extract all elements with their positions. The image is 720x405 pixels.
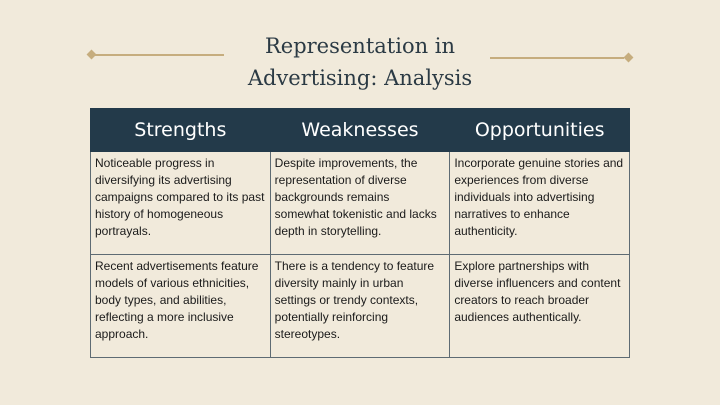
table-row: Recent advertisements feature models of …: [90, 254, 630, 358]
right-divider-rule: [490, 57, 624, 59]
table-cell: Despite improvements, the representation…: [269, 151, 451, 255]
table-cell: Noticeable progress in diversifying its …: [90, 151, 271, 255]
table-cell: Recent advertisements feature models of …: [90, 254, 271, 358]
table-cell: Incorporate genuine stories and experien…: [449, 151, 630, 255]
left-divider-rule: [94, 54, 224, 56]
title-line-1: Representation in: [264, 34, 456, 58]
table-cell: There is a tendency to feature diversity…: [269, 254, 451, 358]
table-header-row: Strengths Weaknesses Opportunities: [90, 108, 630, 152]
table-row: Noticeable progress in diversifying its …: [90, 151, 630, 255]
analysis-table: Strengths Weaknesses Opportunities Notic…: [90, 108, 630, 358]
table-cell: Explore partnerships with diverse influe…: [449, 254, 630, 358]
header-strengths: Strengths: [90, 108, 271, 152]
title-line-2: Advertising: Analysis: [247, 66, 473, 90]
header-opportunities: Opportunities: [449, 108, 630, 152]
slide-title: Representation in Advertising: Analysis: [0, 30, 720, 94]
header-weaknesses: Weaknesses: [269, 108, 451, 152]
